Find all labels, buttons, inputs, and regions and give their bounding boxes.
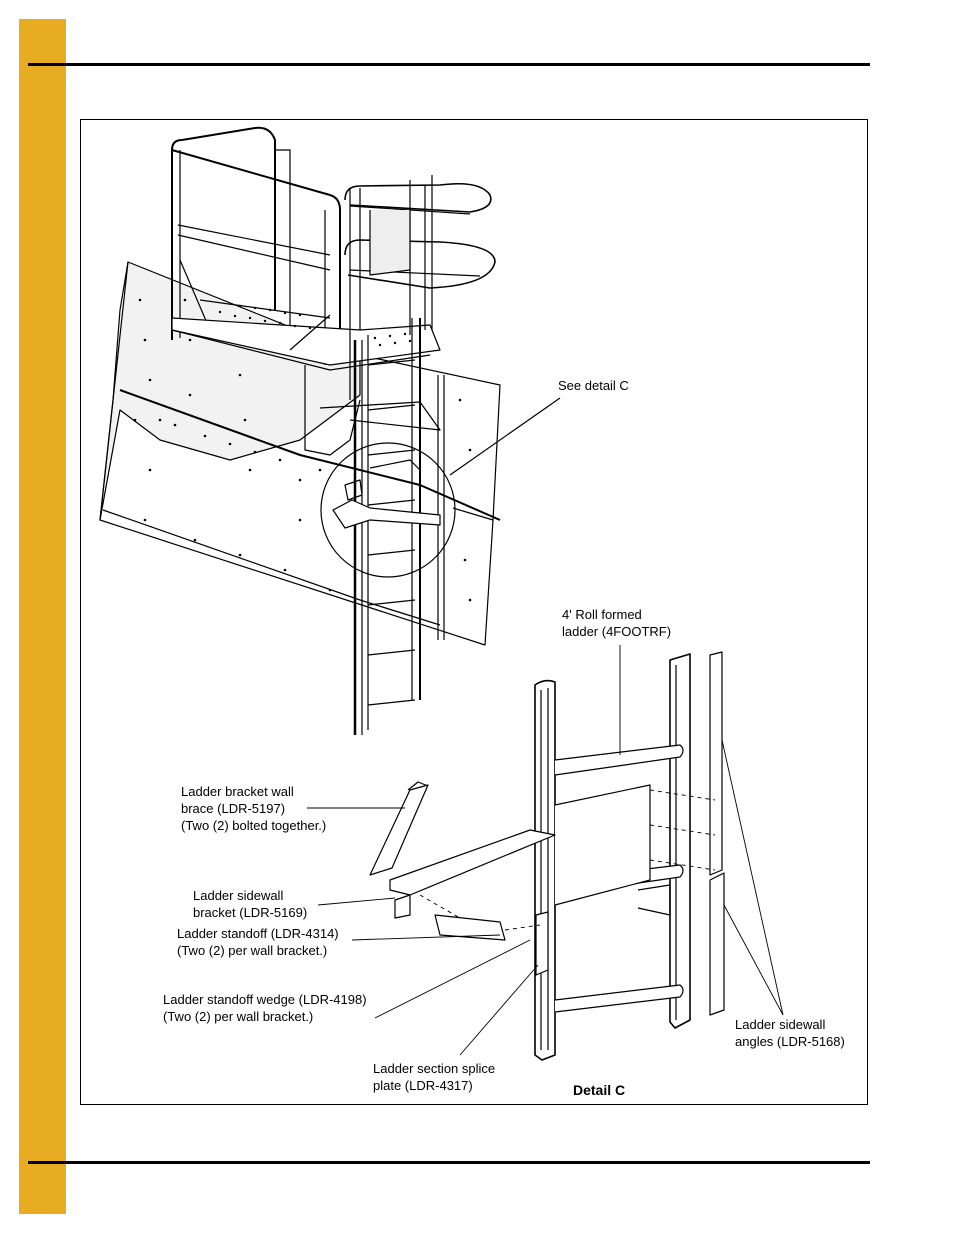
detail-sidewall-bracket	[389, 829, 556, 919]
standoff-label-line1: Ladder standoff (LDR-4314)	[177, 926, 339, 941]
detail-sidewall-bracket-plate	[554, 784, 651, 906]
splice-plate-label-line1: Ladder section splice	[373, 1061, 496, 1076]
standoff-wedge-label-line2: (Two (2) per wall bracket.)	[163, 1009, 314, 1024]
section-color-tab	[19, 19, 66, 1214]
label-leaders	[307, 645, 784, 1056]
bin-wall-sheet	[99, 261, 501, 646]
sidewall-bracket-label-line1: Ladder sidewall	[193, 888, 284, 903]
detail-ladder-right-rail	[669, 653, 691, 1029]
roll-formed-ladder-label-line2: ladder (4FOOTRF)	[562, 624, 672, 639]
ladder-rungs	[367, 359, 416, 706]
sidewall-angles-label-line1: Ladder sidewall	[735, 1017, 826, 1032]
footer-rule	[28, 1161, 870, 1164]
detail-standoff	[434, 914, 506, 941]
see-detail-leader	[449, 397, 561, 476]
platform-handrail	[171, 126, 341, 365]
wall-brace-label-line3: (Two (2) bolted together.)	[181, 818, 327, 833]
sidewall-angles-label-line2: angles (LDR-5168)	[735, 1034, 845, 1049]
roll-formed-ladder-label-line1: 4' Roll formed	[562, 607, 642, 622]
splice-plate-label-line2: plate (LDR-4317)	[373, 1078, 473, 1093]
header-rule	[28, 63, 870, 66]
ladder-cage	[344, 175, 496, 400]
detail-c-title: Detail C	[573, 1082, 626, 1098]
deck-perforations	[218, 304, 412, 347]
wall-brace-label-line1: Ladder bracket wall	[181, 784, 294, 799]
see-detail-label: See detail C	[558, 378, 629, 393]
detail-c-callout-circle	[320, 442, 456, 578]
platform-deck	[171, 299, 441, 371]
detail-wall-brace	[369, 781, 429, 876]
standoff-wedge-label-line1: Ladder standoff wedge (LDR-4198)	[163, 992, 367, 1007]
wall-bolt-pattern	[133, 298, 472, 602]
detail-sidewall-angles	[637, 651, 725, 1016]
wall-bracket-assembly	[332, 459, 441, 529]
alignment-dashes	[419, 789, 716, 931]
sidewall-bracket-label-line2: bracket (LDR-5169)	[193, 905, 308, 920]
main-ladder	[353, 318, 445, 735]
wall-brace-label-line2: brace (LDR-5197)	[181, 801, 286, 816]
standoff-label-line2: (Two (2) per wall bracket.)	[177, 943, 328, 958]
detail-splice-plate	[535, 911, 549, 976]
detail-ladder-left-rail	[534, 679, 556, 1061]
figure-frame	[80, 119, 868, 1105]
